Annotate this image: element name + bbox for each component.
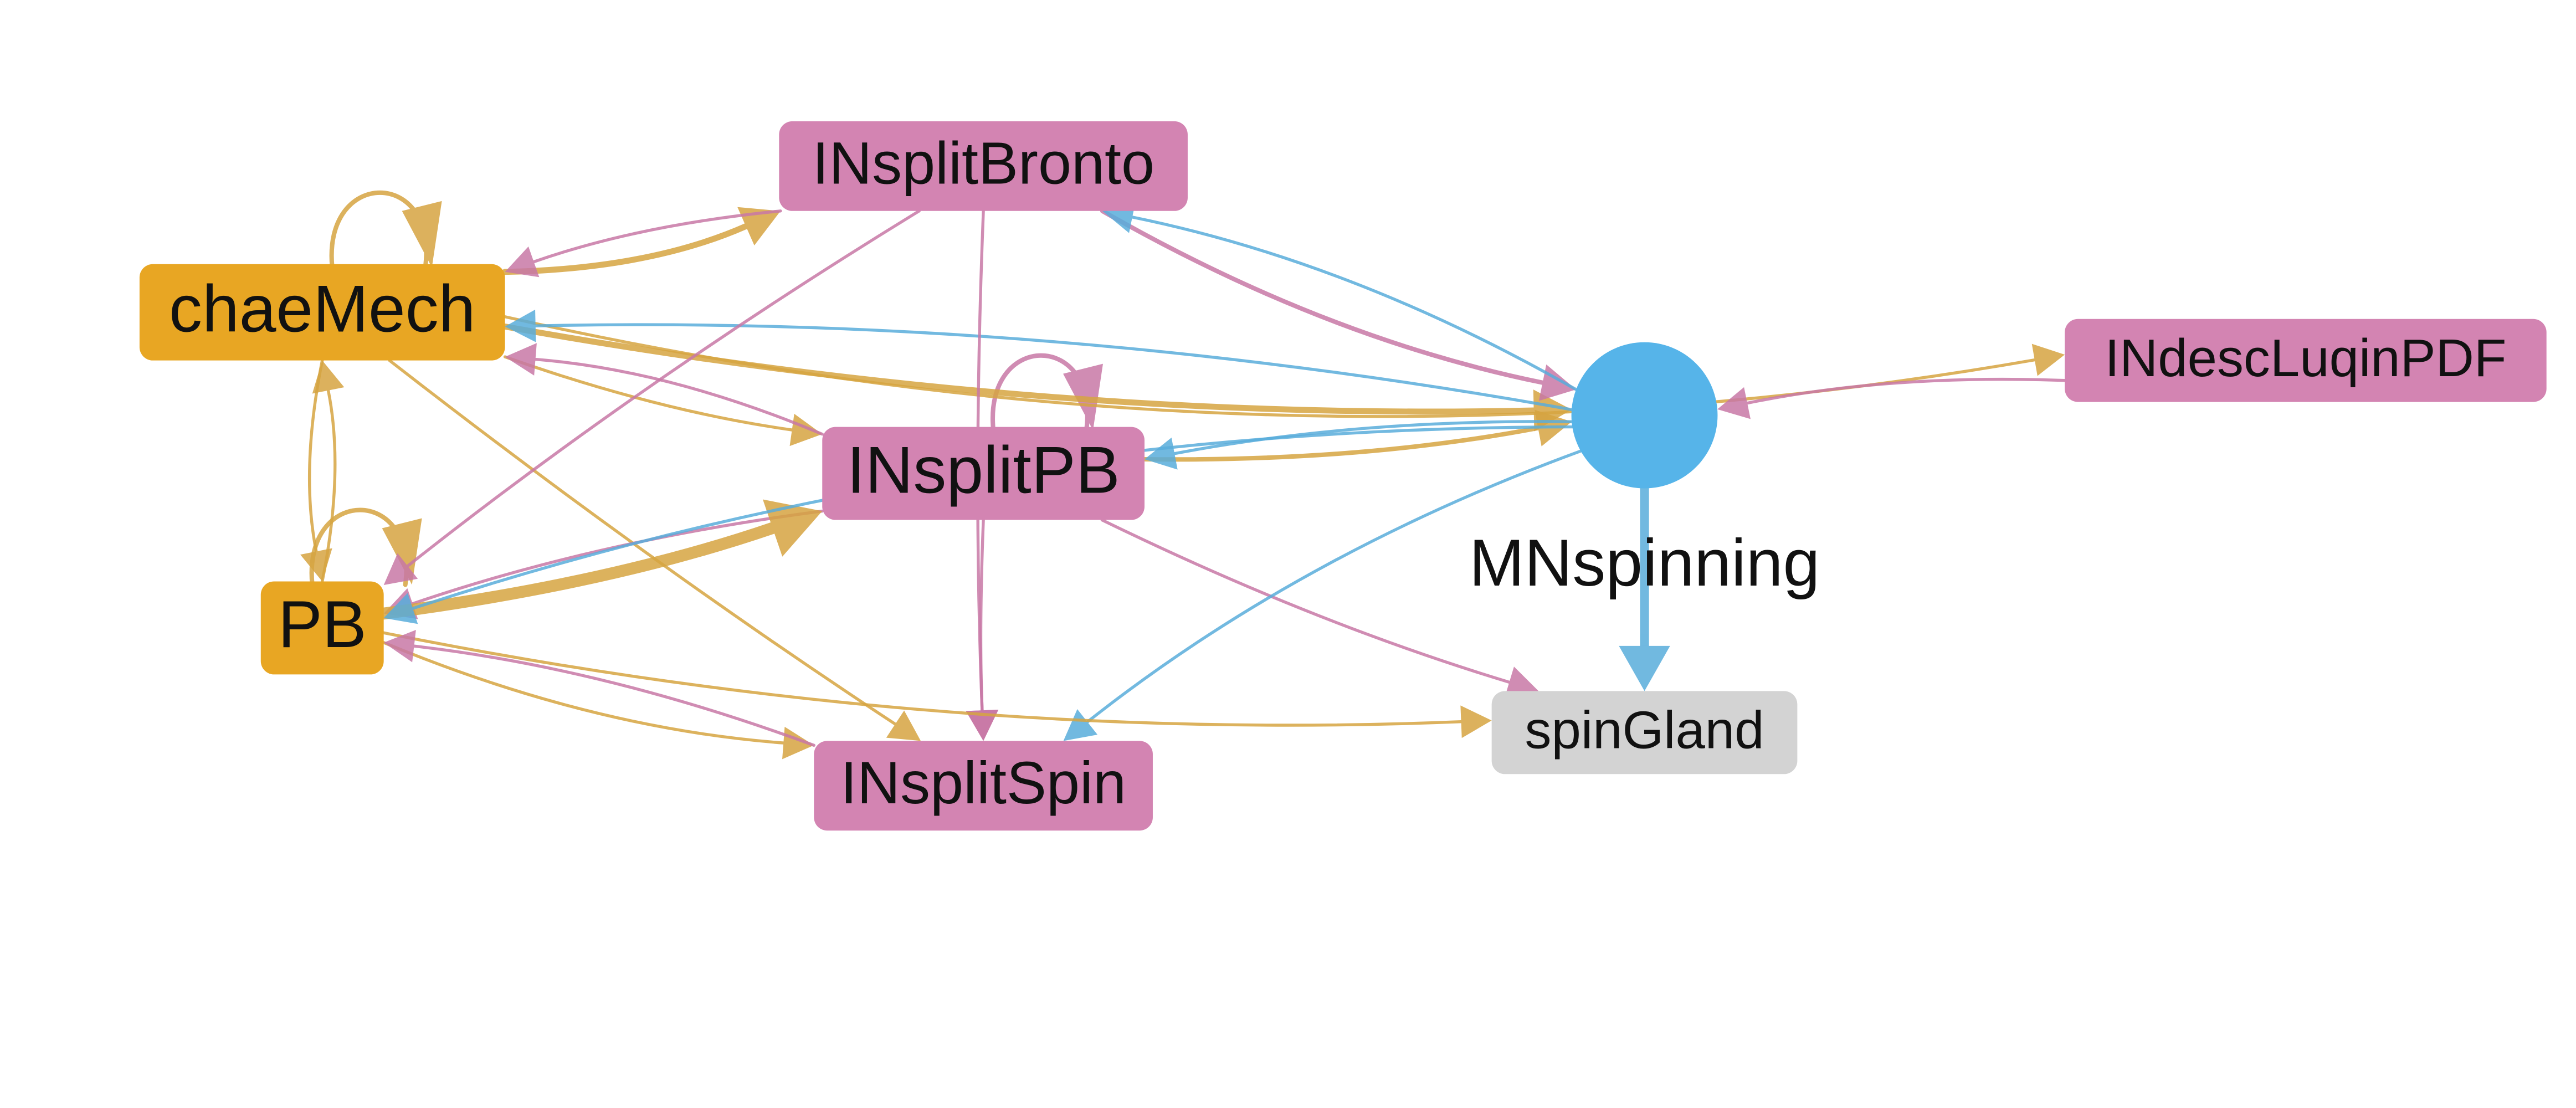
edge-chae-mech-to-insplit-spin <box>388 358 921 741</box>
node-box <box>139 264 505 361</box>
edge-mnspinning-to-spin-gland <box>1619 484 1670 691</box>
node-insplit-spin: INsplitSpin <box>814 741 1153 831</box>
node-label: INsplitPB <box>846 433 1120 507</box>
edge-pb-to-chae-mech <box>312 360 345 583</box>
edge-pb-to-insplit-spin <box>382 641 814 760</box>
edge-insplit-bronto-to-chae-mech <box>505 209 782 278</box>
node-insplit-bronto: INsplitBronto <box>779 121 1188 211</box>
edges-layer <box>300 190 2066 760</box>
node-box <box>822 427 1145 520</box>
node-label: INdescLuqinPDF <box>2105 329 2506 388</box>
edge-indesc-luqin-pdf-to-mnspinning <box>1717 377 2066 419</box>
edge-mnspinning-to-insplit-spin <box>1063 449 1583 741</box>
node-insplit-pb: INsplitPB <box>822 427 1145 520</box>
node-box <box>779 121 1188 211</box>
node-circle <box>1571 342 1718 489</box>
edge-pb-to-insplit-pb <box>377 499 823 620</box>
node-label: INsplitSpin <box>840 749 1126 816</box>
edge-insplit-pb-to-spin-gland <box>1100 518 1539 698</box>
edge-chae-mech-to-insplit-bronto <box>502 207 781 275</box>
node-box <box>2065 319 2547 402</box>
node-pb: PB <box>260 581 384 675</box>
edge-mnspinning-to-chae-mech <box>505 309 1573 412</box>
node-spin-gland: spinGland <box>1491 691 1798 774</box>
edge-mnspinning-to-insplit-pb <box>1144 420 1573 470</box>
edge-insplit-spin-to-pb <box>383 630 815 747</box>
edge-insplit-pb-to-insplit-spin <box>966 518 999 741</box>
node-label: MNspinning <box>1469 526 1820 600</box>
node-box <box>260 581 384 675</box>
node-box <box>814 741 1153 831</box>
edge-chae-mech-to-chae-mech <box>329 190 442 270</box>
node-label: chaeMech <box>169 271 475 346</box>
node-label: PB <box>278 587 367 661</box>
node-box <box>1491 691 1798 774</box>
node-label: spinGland <box>1525 701 1764 760</box>
edge-insplit-bronto-to-pb <box>383 209 921 585</box>
node-label: INsplitBronto <box>812 129 1154 196</box>
edge-insplit-pb-to-chae-mech <box>505 343 824 436</box>
edge-mnspinning-to-insplit-bronto <box>1102 201 1578 391</box>
node-chae-mech: chaeMech <box>139 264 505 361</box>
node-indesc-luqin-pdf: INdescLuqinPDF <box>2065 319 2547 402</box>
node-mnspinning: MNspinning <box>1469 342 1820 600</box>
edge-chae-mech-to-insplit-pb <box>503 355 823 447</box>
edge-pb-to-spin-gland <box>382 631 1492 738</box>
